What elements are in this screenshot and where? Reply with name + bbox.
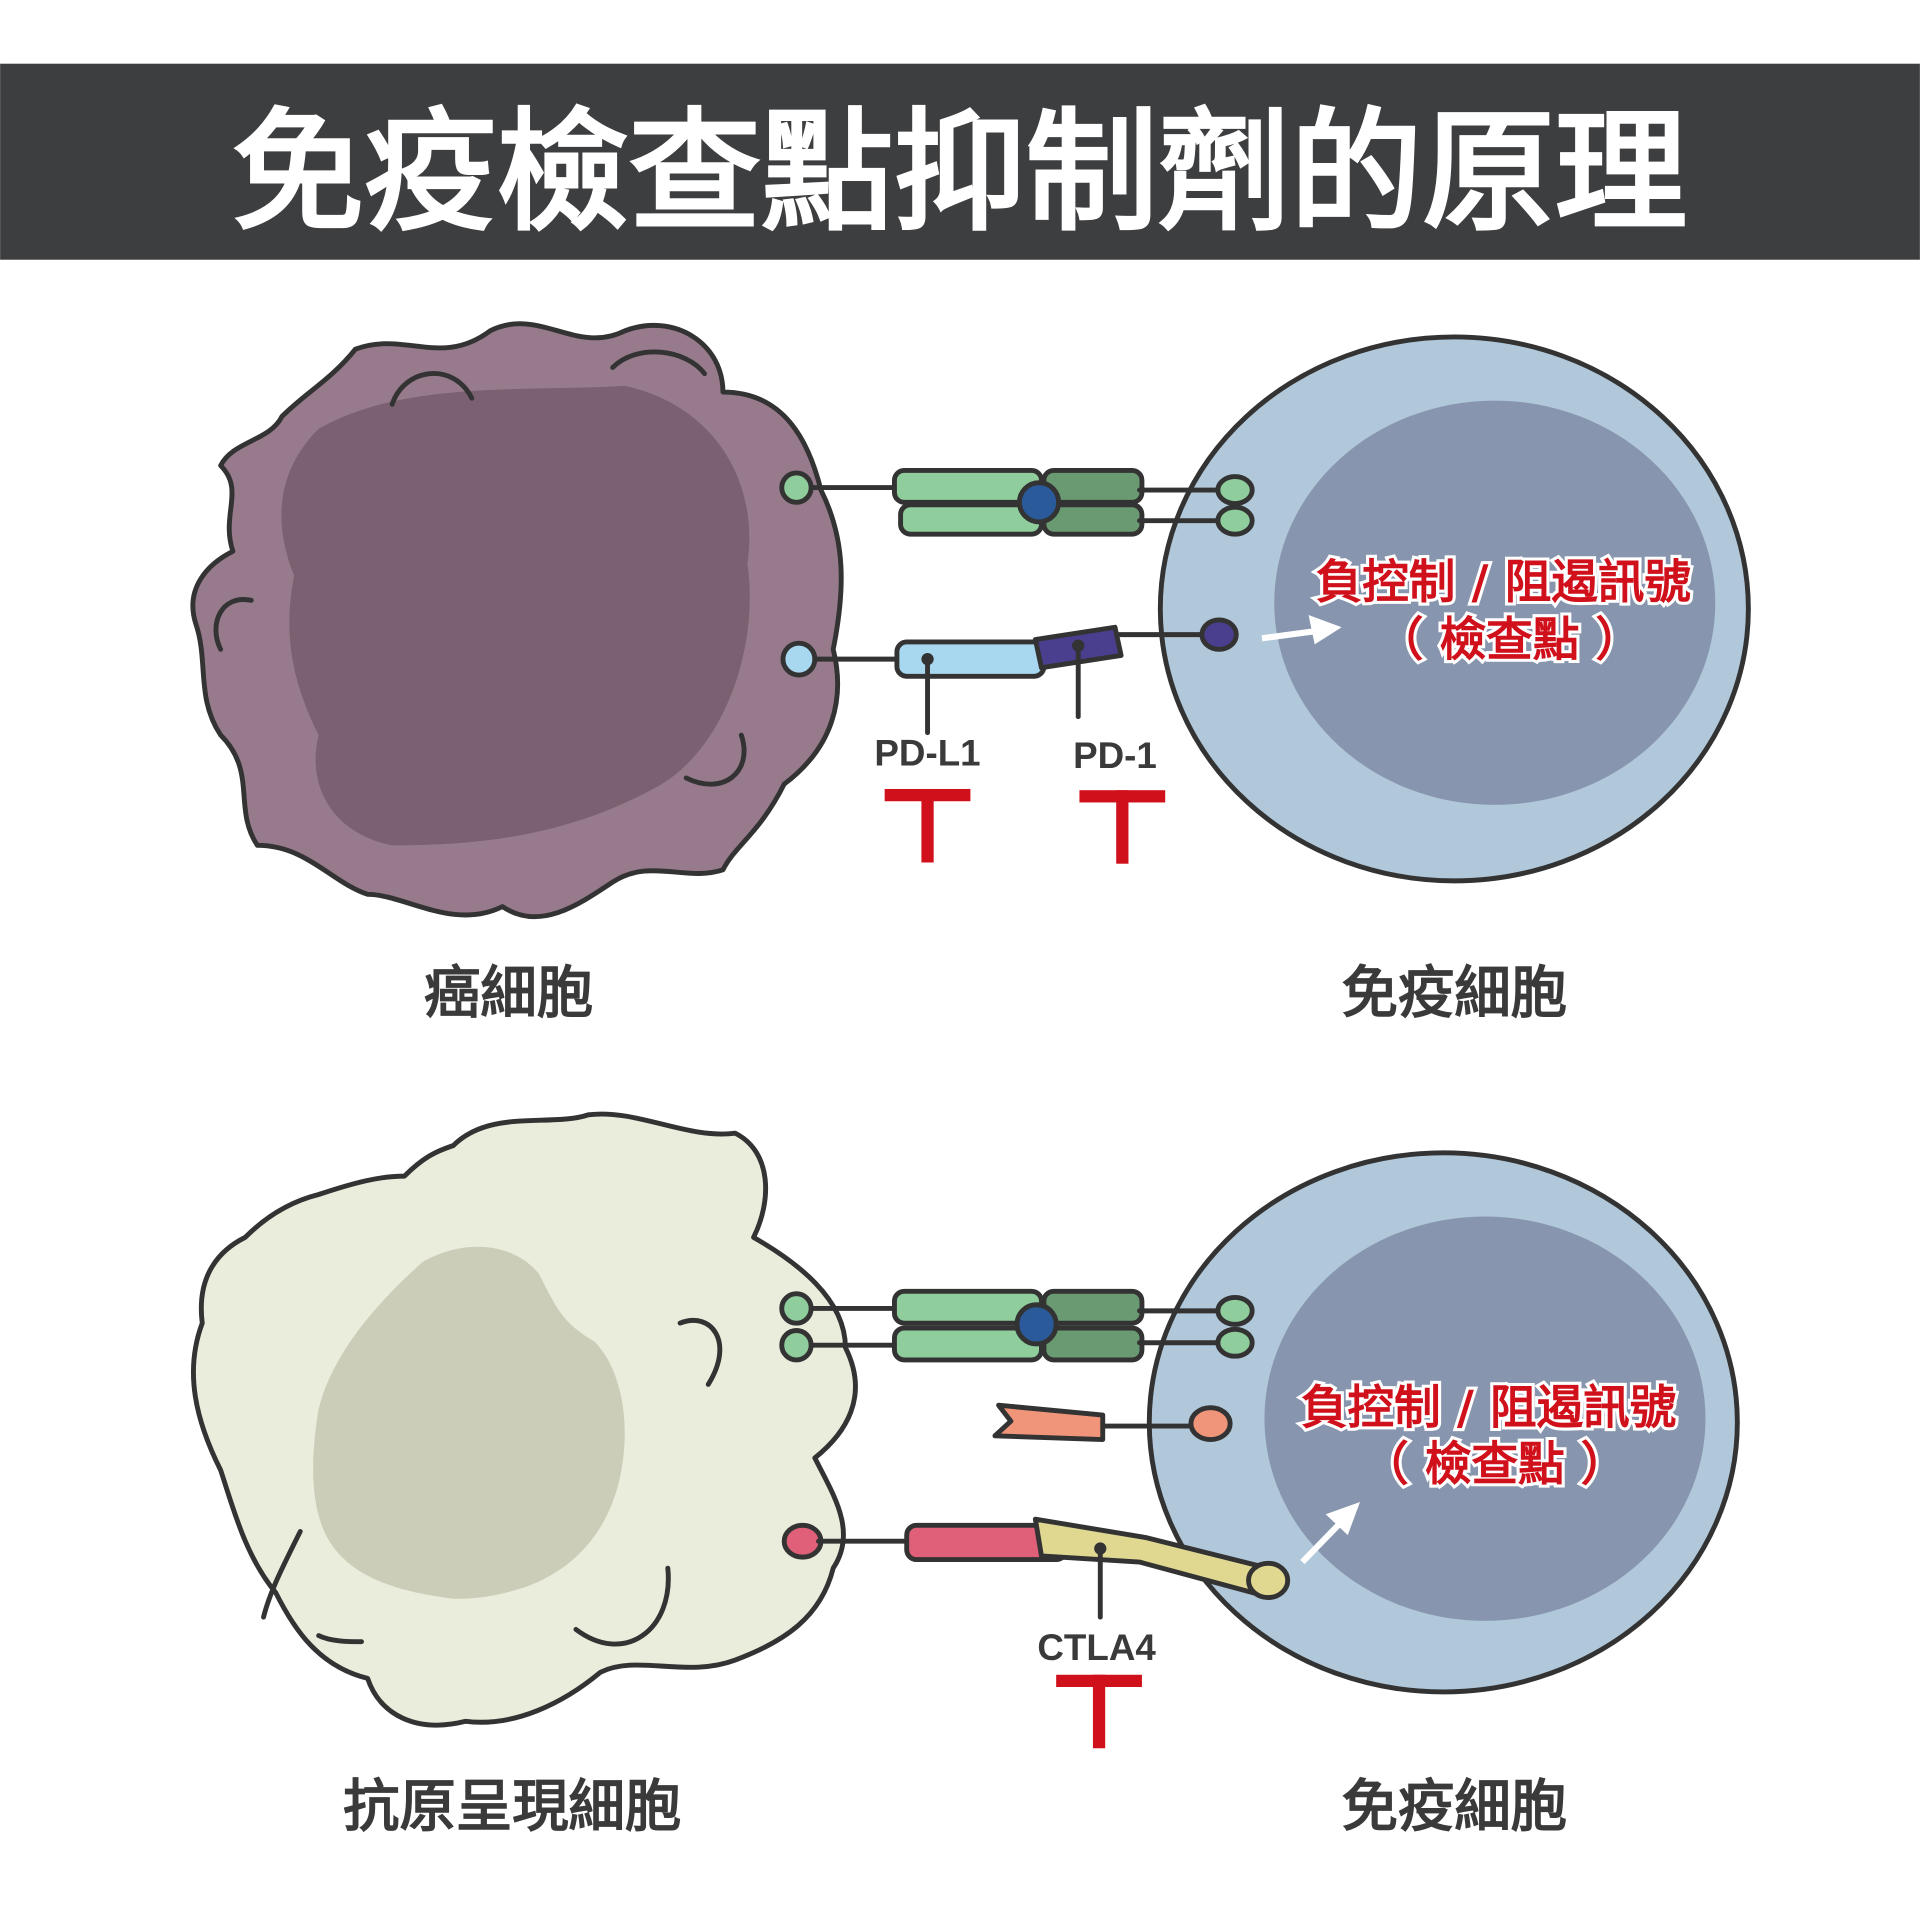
- apc-nucleus: [313, 1246, 625, 1599]
- signal-label-line1-top: 負控制 / 阻遏訊號: [1316, 555, 1691, 609]
- signal-label-line1-bottom: 負控制 / 阻遏訊號: [1301, 1381, 1676, 1435]
- pd-1-label: PD-1: [1073, 735, 1157, 776]
- ctla4-molecule: [1032, 1516, 1291, 1620]
- inhibitor-symbol-ctla4: [1056, 1674, 1142, 1749]
- pd-l1-label: PD-L1: [874, 733, 980, 774]
- apc-label: 抗原呈現細胞: [343, 1774, 681, 1839]
- antigen-presenting-cell: [191, 1111, 858, 1728]
- inhibitor-symbol-pd-l1: [884, 788, 971, 863]
- immune-cell-label-bottom: 免疫細胞: [1342, 1774, 1567, 1839]
- signal-arrow-bottom: [1300, 1519, 1344, 1565]
- ctla4-label: CTLA4: [1037, 1627, 1156, 1668]
- immune-cell-top: [1157, 334, 1751, 884]
- mhc-tcr-complex-top: [779, 467, 1255, 537]
- signal-arrow-top: [1261, 627, 1318, 642]
- arrowhead: [1325, 1502, 1361, 1536]
- cancer-cell: [190, 321, 844, 920]
- immune-cell-bottom: [1146, 1150, 1740, 1695]
- signal-label-line2-bottom: （ 檢查點 ）: [1362, 1437, 1627, 1491]
- cancer-nucleus: [281, 385, 750, 846]
- cancer-cell-label: 癌細胞: [424, 961, 593, 1026]
- mhc-tcr-complex-bottom: [779, 1288, 1255, 1363]
- pd-1-molecule: [1032, 617, 1239, 720]
- pd-l1-molecule: [780, 639, 1047, 736]
- page-title: 免疫檢查點抑制劑的原理: [232, 96, 1687, 250]
- cd28-molecule: [992, 1402, 1233, 1442]
- arrowhead: [1308, 615, 1342, 645]
- inhibitor-symbol-pd-1: [1079, 790, 1166, 864]
- immune-cell-label-top: 免疫細胞: [1342, 961, 1567, 1026]
- signal-label-line2-top: （ 檢查點 ）: [1377, 612, 1642, 666]
- title-bar: [0, 63, 1920, 260]
